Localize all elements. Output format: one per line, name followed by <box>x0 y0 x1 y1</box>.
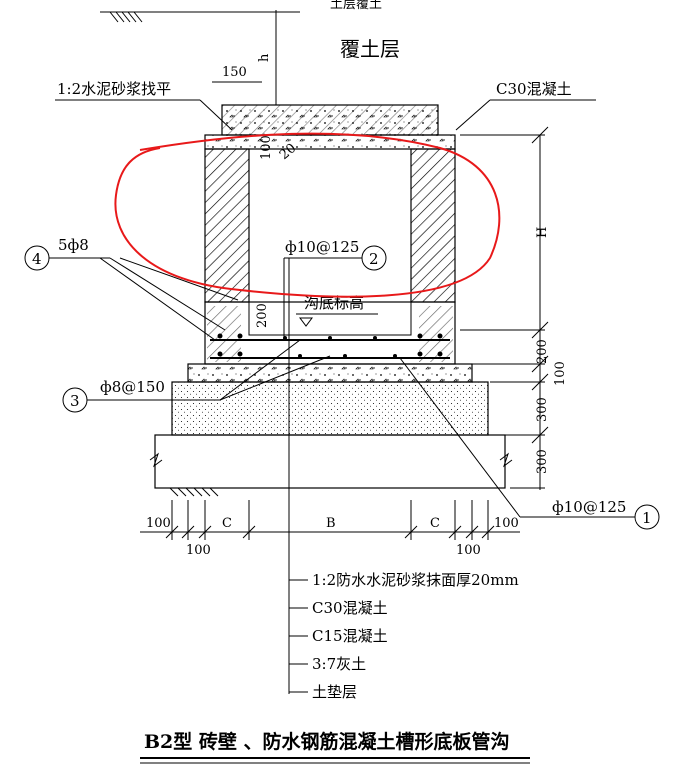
rebar-3-label: ф8@150 <box>100 378 165 396</box>
dim-100-right: 100 <box>553 361 568 386</box>
dim-left-C: C <box>222 516 232 531</box>
layer-0: 1:2防水水泥砂浆抹面厚20mm <box>312 571 519 589</box>
rebar-3-leader-diag <box>219 339 301 401</box>
dim-200-right: 200 <box>535 339 550 364</box>
base-slab-left-hatch <box>207 306 241 362</box>
left-brick-wall <box>204 148 250 303</box>
rebar-4-leader-b <box>109 257 226 331</box>
layer-4: 土垫层 <box>312 683 357 701</box>
callout-2: 2 <box>369 250 379 268</box>
bottom-dim-chain <box>140 500 520 540</box>
callout-1: 1 <box>642 509 652 527</box>
dim-300-right-b: 300 <box>535 449 550 474</box>
ground-hatch-bottom <box>162 487 240 497</box>
right-brick-wall <box>410 148 456 303</box>
trench-bottom-marker <box>299 317 313 327</box>
rebar-2-label: ф10@125 <box>285 238 359 256</box>
layer-1: C30混凝土 <box>312 599 388 617</box>
dim-right-100-a: 100 <box>494 516 519 531</box>
layer-3: 3:7灰土 <box>312 655 366 673</box>
lime-soil-layer <box>171 381 489 436</box>
cover-slab-hatch <box>222 105 438 135</box>
cover-dim-h: h <box>257 53 272 62</box>
dim-300-right-a: 300 <box>535 397 550 422</box>
top-clipped-text: 土层覆土 <box>330 0 382 12</box>
dim-right-100-b: 100 <box>456 543 481 558</box>
soil-break-left <box>149 452 163 468</box>
c30-leader-diag <box>455 99 491 131</box>
dim-left-100-a: 100 <box>146 516 171 531</box>
rebar-1-leader-diag <box>399 357 521 518</box>
layers-leader-ticks <box>289 579 308 693</box>
drawing-title: B2型 砖壁 、防水钢筋混凝土槽形底板管沟 <box>144 730 510 753</box>
dim-B: B <box>326 516 336 531</box>
base-slab-right-hatch <box>419 306 453 362</box>
c15-layer <box>187 363 473 383</box>
callout-4: 4 <box>32 250 42 268</box>
callout-3: 3 <box>70 392 80 410</box>
soil-break-right <box>499 452 513 468</box>
soil-cover-label: 覆土层 <box>340 37 400 61</box>
dim-left-100-b: 100 <box>186 543 211 558</box>
trench-bottom-label: 沟底标高 <box>304 294 364 312</box>
rebar-3-leader-diag2 <box>219 355 331 401</box>
dim-H: H <box>535 227 550 238</box>
c30-top-label: C30混凝土 <box>496 80 572 98</box>
rebar-4-leader-c <box>119 257 239 301</box>
rebar-4-label: 5ф8 <box>58 236 89 254</box>
layer-2: C15混凝土 <box>312 627 388 645</box>
channel-lining <box>248 149 412 336</box>
dim-100-lid: 100 <box>259 135 274 160</box>
soil-bed <box>154 434 506 489</box>
right-dim-chain <box>460 126 549 490</box>
dim-150: 150 <box>222 65 247 80</box>
rebar-dots <box>217 333 443 358</box>
rebar-1-label: ф10@125 <box>552 498 626 516</box>
rebar-4-leader-a <box>99 257 216 341</box>
ground-surface-top <box>100 11 300 23</box>
red-markup-ellipse <box>114 132 501 298</box>
dim-200-inner: 200 <box>255 303 270 328</box>
dim-right-C: C <box>430 516 440 531</box>
leveling-mortar-label: 1:2水泥砂浆找平 <box>57 80 171 98</box>
